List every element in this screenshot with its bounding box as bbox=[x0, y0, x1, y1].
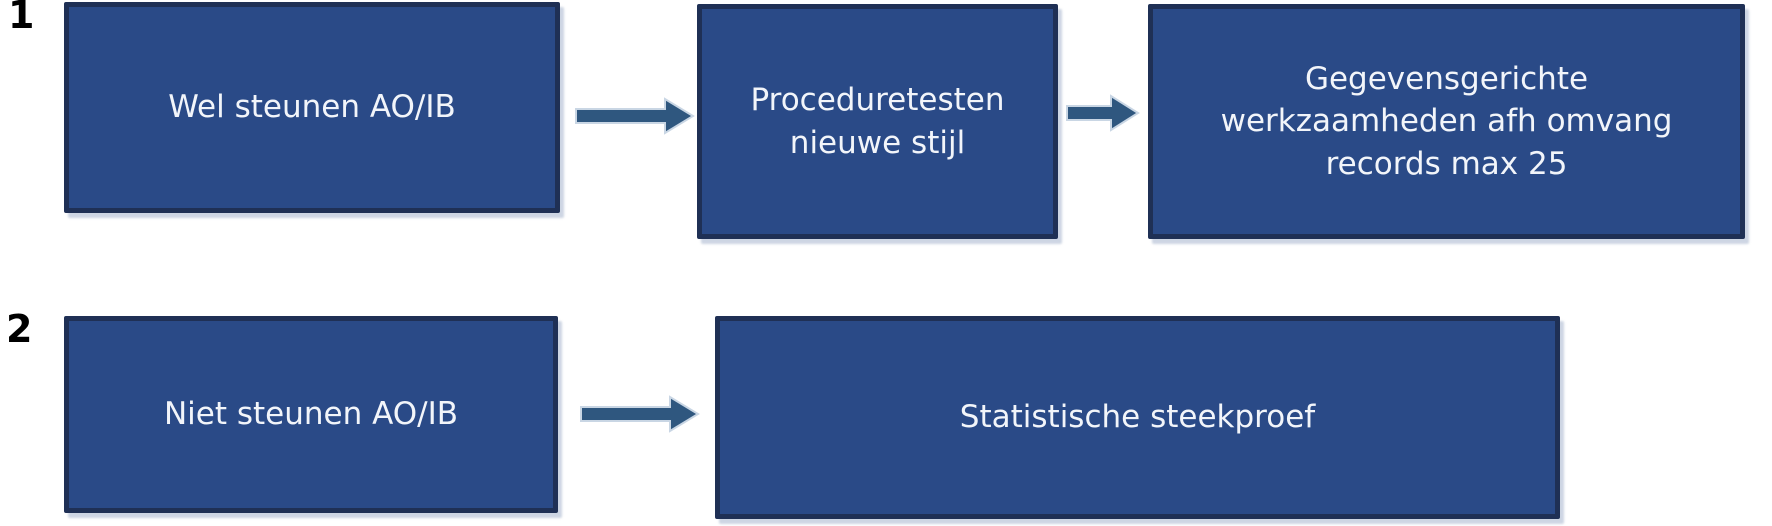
flow-box-text: nieuwe stijl bbox=[789, 124, 966, 161]
flow-box-niet-steunen-ao-ib: Niet steunen AO/IB bbox=[64, 316, 558, 513]
flow-box-text: Wel steunen AO/IB bbox=[168, 89, 456, 126]
arrow-right-icon bbox=[1066, 94, 1140, 132]
flow-box-wel-steunen-ao-ib: Wel steunen AO/IB bbox=[64, 2, 560, 213]
flow-box-text: Statistische steekproef bbox=[959, 399, 1316, 436]
flow-box-text: records max 25 bbox=[1325, 145, 1568, 182]
flow-box-proceduretesten-nieuwe-stijl: Proceduretesten nieuwe stijl bbox=[697, 4, 1058, 239]
row-1-label: 1 bbox=[8, 0, 35, 37]
arrow-right-icon bbox=[580, 395, 700, 433]
flow-box-gegevensgerichte-werkzaamheden: Gegevensgerichte werkzaamheden afh omvan… bbox=[1148, 4, 1745, 239]
row-2-label: 2 bbox=[6, 307, 33, 351]
flow-box-text: Niet steunen AO/IB bbox=[163, 396, 459, 433]
flow-box-statistische-steekproef: Statistische steekproef bbox=[715, 316, 1560, 519]
flow-box-text: Gegevensgerichte bbox=[1304, 61, 1589, 98]
flow-box-text: Proceduretesten bbox=[750, 82, 1005, 119]
flow-box-text: werkzaamheden afh omvang bbox=[1220, 103, 1673, 140]
arrow-right-icon bbox=[575, 97, 695, 135]
